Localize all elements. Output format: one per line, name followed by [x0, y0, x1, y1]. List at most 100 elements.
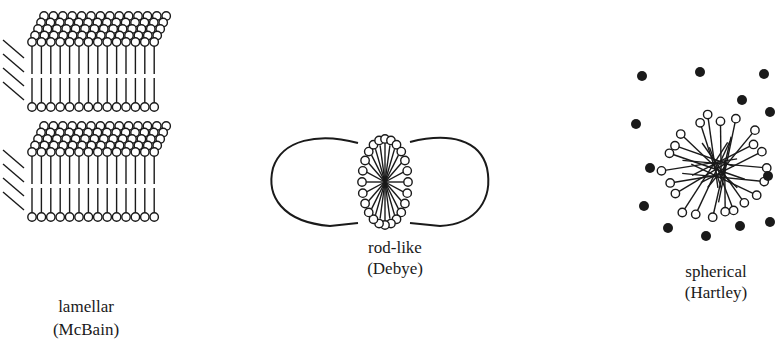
head-group: [358, 178, 366, 186]
head-group: [678, 208, 686, 216]
tail-chain: [367, 182, 385, 192]
tail-chain: [69, 78, 70, 103]
tail-chain: [385, 182, 390, 219]
head-group: [141, 38, 149, 46]
tail-chain: [385, 163, 401, 182]
counter-ion: [663, 223, 673, 233]
head-group: [56, 148, 64, 156]
counter-ion: [759, 69, 769, 79]
tail-chain: [144, 78, 145, 103]
head-group: [65, 38, 73, 46]
tail-chain: [50, 188, 51, 213]
head-group: [721, 207, 729, 215]
head-group: [397, 147, 405, 155]
tail-chain: [60, 46, 61, 74]
head-group: [56, 38, 64, 46]
tail-chain: [701, 152, 762, 183]
head-group: [665, 149, 673, 157]
tail-chain: [366, 181, 385, 182]
tail-chain: [3, 54, 24, 72]
tail-chain: [144, 46, 145, 74]
head-group: [657, 167, 665, 175]
head-group: [37, 148, 45, 156]
tail-chain: [41, 188, 42, 213]
tail-chain: [385, 181, 404, 182]
head-group: [65, 148, 73, 156]
tail-chain: [135, 188, 136, 213]
tail-chain: [88, 78, 89, 103]
head-group: [752, 191, 760, 199]
tail-chain: [97, 188, 98, 213]
tail-chain: [3, 192, 24, 210]
tail-chain: [88, 46, 89, 74]
head-group: [141, 213, 149, 221]
tail-chain: [50, 156, 51, 184]
head-group: [403, 189, 411, 197]
head-group: [37, 103, 45, 111]
tail-chain: [380, 145, 385, 182]
head-group: [696, 119, 704, 127]
head-group: [28, 38, 36, 46]
counter-ion: [639, 201, 649, 211]
counter-ion: [645, 163, 655, 173]
head-group: [122, 148, 130, 156]
rod-end-right: [410, 138, 488, 226]
head-group: [28, 213, 36, 221]
tail-chain: [60, 156, 61, 184]
tail-chain: [116, 156, 117, 184]
tail-chain: [97, 78, 98, 103]
head-group: [65, 213, 73, 221]
head-group: [131, 148, 139, 156]
head-group: [65, 103, 73, 111]
head-group: [361, 199, 369, 207]
head-group: [75, 103, 83, 111]
head-group: [751, 126, 759, 134]
counter-ion: [737, 95, 747, 105]
lamellar-bilayers: [3, 12, 170, 221]
head-group: [732, 114, 740, 122]
tail-chain: [385, 172, 403, 182]
head-group: [403, 167, 411, 175]
head-group: [103, 38, 111, 46]
head-group: [122, 38, 130, 46]
head-group: [84, 38, 92, 46]
head-group: [112, 103, 120, 111]
counter-ion: [765, 217, 775, 227]
counter-ion: [695, 67, 705, 77]
head-group: [150, 213, 158, 221]
tail-chain: [78, 156, 79, 184]
head-group: [28, 148, 36, 156]
head-group: [94, 103, 102, 111]
head-group: [365, 208, 373, 216]
tail-chain: [3, 40, 24, 58]
head-group: [47, 103, 55, 111]
head-group: [150, 148, 158, 156]
tail-chain: [116, 188, 117, 213]
tail-chain: [153, 188, 154, 213]
head-group: [401, 156, 409, 164]
model-label: rod-like: [368, 238, 422, 258]
tail-chain: [41, 156, 42, 184]
head-group: [56, 103, 64, 111]
head-group: [75, 213, 83, 221]
tail-chain: [135, 46, 136, 74]
head-group: [28, 103, 36, 111]
head-group: [749, 140, 757, 148]
head-group: [758, 147, 766, 155]
tail-chain: [144, 188, 145, 213]
tail-chain: [97, 156, 98, 184]
tail-chain: [3, 150, 24, 168]
tail-chain: [106, 78, 107, 103]
tail-chain: [69, 46, 70, 74]
tail-chain: [41, 78, 42, 103]
tail-chain: [50, 46, 51, 74]
head-group: [763, 164, 771, 172]
head-group: [75, 148, 83, 156]
spherical-micelle: [631, 67, 775, 241]
head-group: [666, 179, 674, 187]
head-group: [359, 167, 367, 175]
tail-chain: [153, 46, 154, 74]
tail-chain: [116, 46, 117, 74]
counter-ion: [735, 221, 745, 231]
